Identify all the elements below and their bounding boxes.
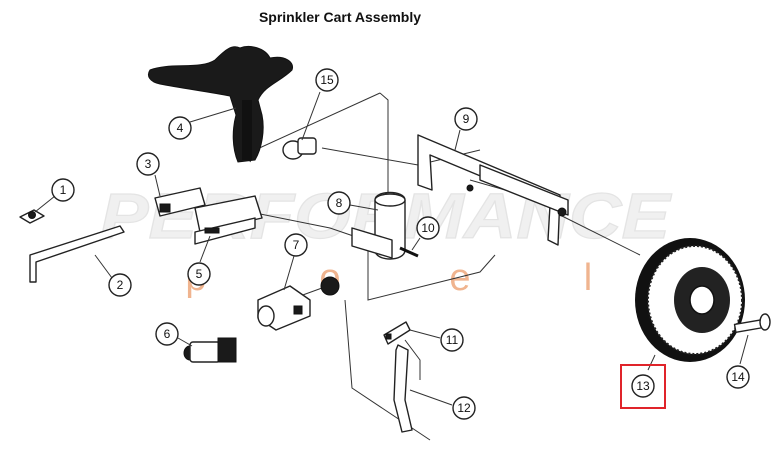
callout-11: 11: [409, 328, 464, 352]
callout-6: 6: [155, 322, 193, 347]
callout-3: 3: [136, 152, 161, 197]
svg-text:6: 6: [164, 327, 171, 341]
part-mounting-plate: [194, 195, 263, 245]
part-coupling: [257, 285, 311, 331]
svg-text:3: 3: [145, 157, 152, 171]
callout-12: 12: [409, 389, 476, 420]
callout-7: 7: [283, 233, 308, 291]
part-nut-bolt: [19, 209, 45, 224]
part-swivel-fitting: [282, 137, 317, 160]
callout-4: 4: [168, 107, 237, 140]
svg-text:12: 12: [457, 401, 471, 415]
callout-13: 13: [631, 354, 656, 398]
part-bracket: [154, 187, 206, 217]
callout-15: 15: [301, 68, 339, 141]
part-valve-body: [320, 191, 406, 296]
callout-5: 5: [187, 235, 211, 286]
page-title: Sprinkler Cart Assembly: [258, 9, 422, 25]
svg-text:10: 10: [421, 221, 435, 235]
part-screw: [399, 246, 419, 258]
callout-14: 14: [726, 334, 750, 389]
callout-10: 10: [411, 216, 440, 251]
watermark-letter: l: [584, 257, 592, 299]
part-stake: [393, 344, 413, 433]
part-hose-connector: [183, 337, 237, 363]
svg-text:4: 4: [177, 121, 184, 135]
watermark-letters: p o e l: [185, 257, 592, 299]
svg-text:11: 11: [446, 333, 459, 347]
part-handle-bar: [29, 225, 125, 283]
part-frame: [417, 134, 569, 246]
svg-text:13: 13: [636, 379, 650, 393]
callout-2: 2: [94, 254, 132, 297]
watermark-letter: e: [449, 257, 470, 299]
highlight-box: [620, 364, 666, 409]
part-sprinkler-head: [147, 45, 294, 163]
callout-1: 1: [34, 178, 75, 213]
svg-text:5: 5: [196, 267, 203, 281]
svg-text:1: 1: [60, 183, 67, 197]
callout-9: 9: [454, 107, 478, 151]
svg-text:9: 9: [463, 112, 470, 126]
svg-text:2: 2: [117, 278, 124, 292]
svg-text:15: 15: [320, 73, 334, 87]
part-axle-bolt: [733, 313, 771, 334]
part-wheel: [635, 238, 745, 362]
callout-8: 8: [327, 191, 379, 215]
svg-text:8: 8: [336, 196, 343, 210]
svg-text:7: 7: [293, 238, 300, 252]
svg-text:14: 14: [731, 370, 745, 384]
